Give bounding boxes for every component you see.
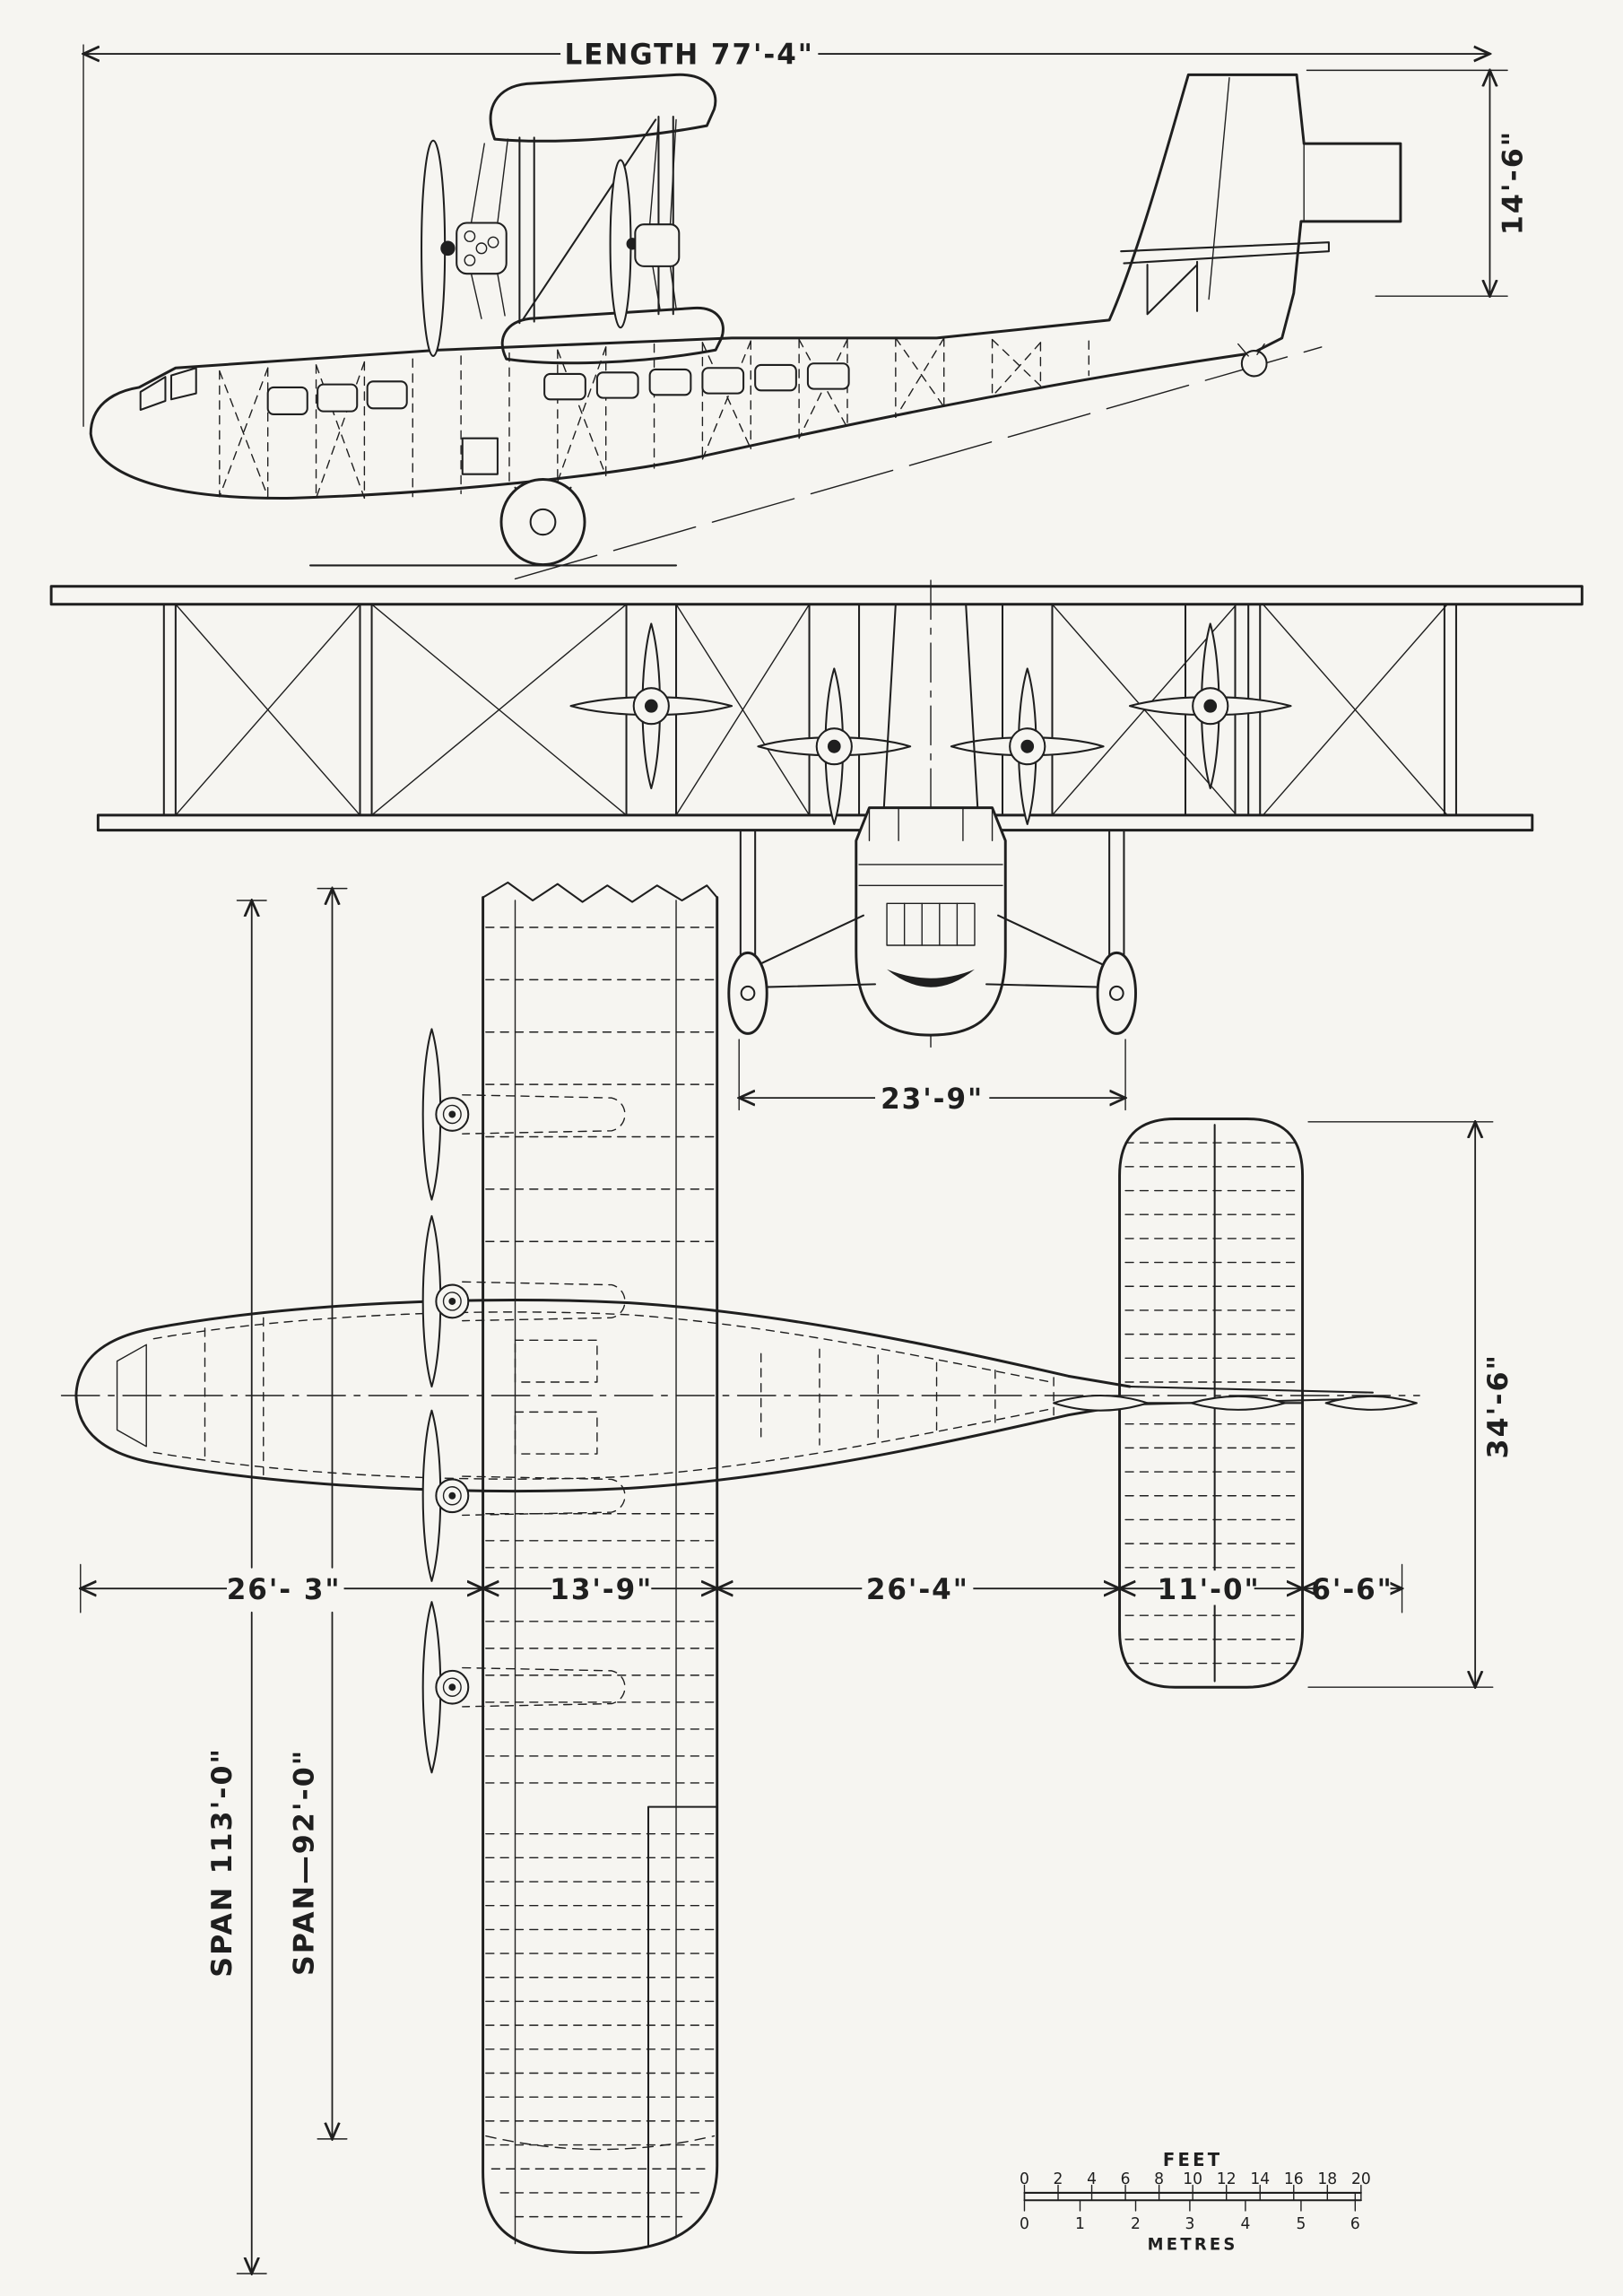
tailplane-span-dimension: 34'-6" [1307, 1122, 1515, 1687]
feet-tick-0: 0 [1020, 2170, 1029, 2188]
wing-to-tail-label: 26'-4" [866, 1574, 969, 1606]
feet-tick-14: 14 [1250, 2170, 1270, 2188]
propellers-front [569, 622, 1292, 825]
fin-plan-2 [1190, 1395, 1287, 1411]
bracing-lines [219, 337, 1042, 500]
cockpit-plan [116, 1344, 147, 1448]
metre-tick-0: 0 [1020, 2215, 1029, 2233]
feet-tick-2: 2 [1054, 2170, 1063, 2188]
feet-tick-16: 16 [1284, 2170, 1304, 2188]
scale-bar: FEET 0 2 4 6 8 10 12 14 16 18 20 0 1 2 3… [1020, 2150, 1371, 2255]
span-lower-label: SPAN—92'-0" [289, 1749, 321, 1976]
metres-label: METRES [1148, 2235, 1238, 2254]
tail-wheel [1240, 350, 1268, 378]
wing-plan [482, 881, 719, 2255]
feet-label: FEET [1163, 2150, 1223, 2170]
metre-tick-1: 1 [1075, 2215, 1085, 2233]
engine-rear [634, 223, 681, 267]
wing-ribs-lower [485, 1513, 716, 2218]
fuselage-front [855, 579, 1007, 1048]
feet-tick-10: 10 [1183, 2170, 1202, 2188]
engine-front [456, 222, 508, 275]
fuselage-side [89, 73, 1402, 500]
feet-tick-20: 20 [1351, 2170, 1371, 2188]
wing-struts [518, 116, 674, 325]
wing-chord-label: 13'-9" [550, 1574, 653, 1606]
attitude-line [514, 346, 1323, 580]
side-view: LENGTH 77'-4" 14'-6" [83, 36, 1530, 580]
aileron [647, 1805, 718, 2248]
left-wheel [727, 951, 768, 1035]
cabin-windows [139, 362, 850, 475]
cowling-mouth [887, 969, 975, 987]
upper-wing-airfoil [489, 73, 717, 143]
tailplane-chord-label: 11'-0" [1158, 1574, 1261, 1606]
lower-wing-front [96, 813, 1534, 832]
landing-gear-front [727, 831, 1137, 1035]
fin-plan-1 [1053, 1395, 1149, 1412]
wing-ribs-upper [485, 926, 716, 1242]
plan-dimensions: 26'- 3" 13'-9" 26'-4" 11'-0" 6'-6" [81, 1563, 1402, 1613]
wing-break-line [482, 881, 718, 903]
track-dimension: 23'-9" [739, 1039, 1125, 1116]
metre-tick-6: 6 [1350, 2215, 1360, 2233]
tail-side [1120, 241, 1330, 378]
lower-wing-tip-hidden [485, 2135, 716, 2151]
station-lines [219, 337, 1089, 500]
fin-height-label: 14'-6" [1497, 130, 1530, 235]
plan-view: 26'- 3" 13'-9" 26'-4" 11'-0" 6'-6" 34'-6… [60, 881, 1515, 2274]
main-gear-side [499, 478, 586, 567]
right-wheel [1096, 951, 1137, 1035]
lower-wing-airfoil [500, 307, 725, 365]
feet-tick-8: 8 [1154, 2170, 1164, 2188]
tail-overhang-label: 6'-6" [1311, 1574, 1393, 1606]
length-dimension: LENGTH 77'-4" 14'-6" [83, 36, 1530, 428]
main-wheel [499, 478, 586, 567]
tail-n-strut [1146, 260, 1199, 316]
metre-tick-4: 4 [1240, 2215, 1250, 2233]
track-label: 23'-9" [881, 1083, 984, 1116]
fin-plan-3 [1324, 1395, 1418, 1411]
nose-to-wing-label: 26'- 3" [227, 1574, 342, 1606]
rudder-detail [1208, 77, 1305, 300]
metre-tick-2: 2 [1131, 2215, 1141, 2233]
upper-wing-front [49, 585, 1584, 606]
feet-tick-12: 12 [1217, 2170, 1237, 2188]
feet-tick-6: 6 [1121, 2170, 1131, 2188]
tailplane-span-label: 34'-6" [1482, 1353, 1515, 1458]
metre-tick-3: 3 [1185, 2215, 1194, 2233]
length-label: LENGTH 77'-4" [565, 39, 814, 71]
engines-side [421, 118, 681, 357]
span-dimensions: SPAN 113'-0" SPAN—92'-0" [206, 889, 348, 2274]
wing-spars [514, 900, 677, 2245]
metre-tick-5: 5 [1296, 2215, 1306, 2233]
tailplane-plan [1053, 1117, 1418, 1689]
cabane-struts [882, 603, 979, 809]
span-upper-label: SPAN 113'-0" [206, 1747, 239, 1978]
front-view: 23'-9" [49, 579, 1584, 1116]
feet-tick-4: 4 [1087, 2170, 1097, 2188]
door-window [461, 437, 499, 475]
fuselage-plan [60, 1299, 1420, 1492]
engines-plan [421, 1028, 626, 1774]
spinner-front [440, 240, 456, 257]
feet-tick-18: 18 [1317, 2170, 1337, 2188]
